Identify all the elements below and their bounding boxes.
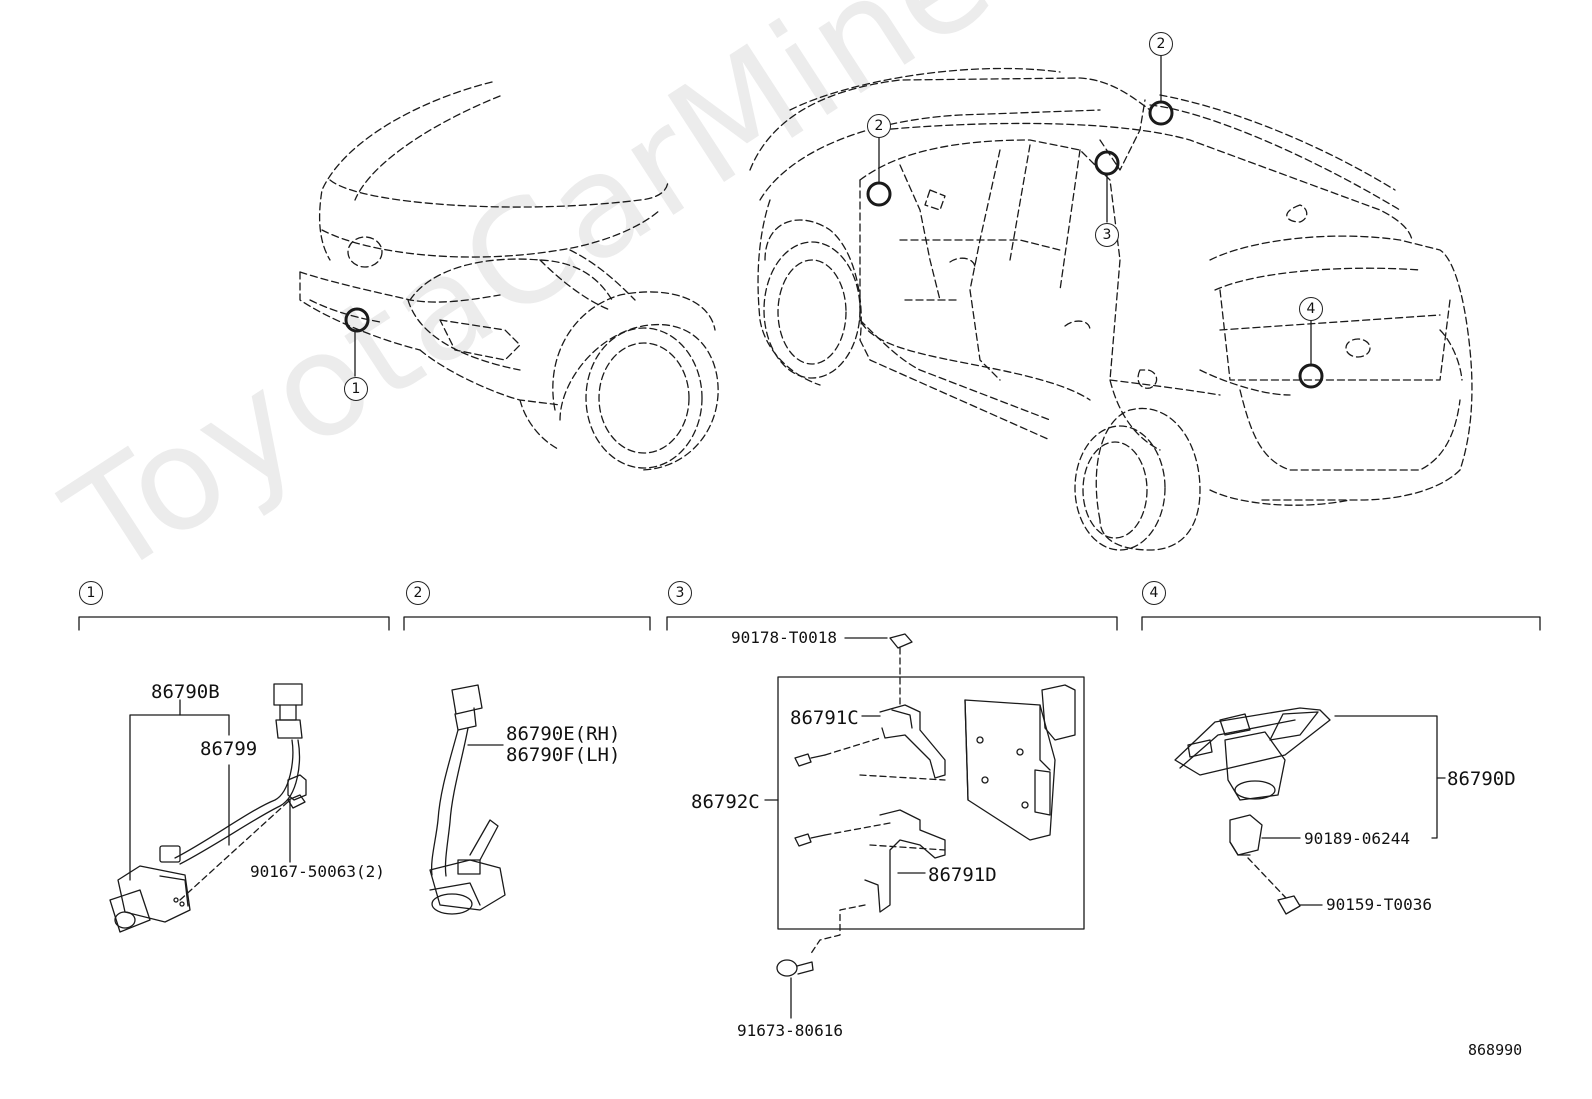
part-label-90178: 90178-T0018: [731, 628, 837, 647]
part-label-90167: 90167-50063(2): [250, 862, 385, 881]
part-label-90189: 90189-06244: [1304, 829, 1410, 848]
callout-pillar-left-marker: [866, 136, 892, 207]
callout-rear-number: 4: [1299, 297, 1323, 321]
diagram-id: 868990: [1468, 1041, 1523, 1059]
section-1-number: 1: [79, 581, 103, 605]
part-label-91673: 91673-80616: [737, 1021, 843, 1040]
callout-roof-right-number: 2: [1149, 32, 1173, 56]
section-4-number: 4: [1142, 581, 1166, 605]
part-label-86792C: 86792C: [691, 791, 760, 813]
front-vehicle-illustration: [299, 81, 719, 471]
part-label-86791D: 86791D: [928, 864, 997, 886]
part-label-86790E: 86790E(RH): [506, 723, 621, 745]
part-label-90159: 90159-T0036: [1326, 895, 1432, 914]
callout-front-number: 1: [344, 377, 368, 401]
callout-rear-marker: [1298, 319, 1324, 389]
section-3-number: 3: [668, 581, 692, 605]
part-label-86791C: 86791C: [790, 707, 859, 729]
part-label-86799: 86799: [200, 738, 258, 760]
rear-vehicle-illustration: [749, 67, 1473, 551]
part-label-86790B: 86790B: [151, 681, 220, 703]
section1-parts: [109, 683, 307, 933]
callout-center-number: 3: [1095, 223, 1119, 247]
section-brackets: [78, 616, 1541, 631]
callout-center-marker: [1094, 150, 1120, 223]
part-label-86790D: 86790D: [1447, 768, 1516, 790]
section-2-number: 2: [406, 581, 430, 605]
section3-parts: [764, 633, 1085, 1019]
callout-roof-right-marker: [1148, 54, 1174, 126]
callout-front-marker: [344, 307, 370, 377]
section2-parts: [429, 684, 506, 915]
section4-parts: [1174, 707, 1446, 915]
part-label-86790F: 86790F(LH): [506, 744, 621, 766]
callout-pillar-left-number: 2: [867, 114, 891, 138]
